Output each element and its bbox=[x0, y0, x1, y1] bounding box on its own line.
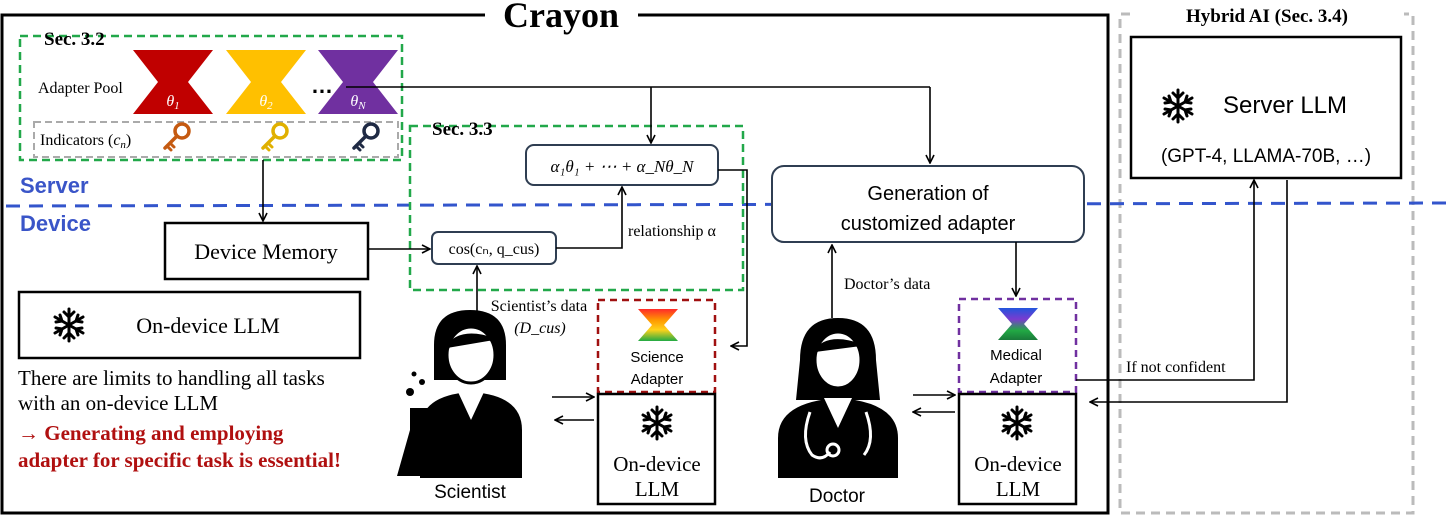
server-device-divider bbox=[5, 201, 1448, 208]
scientist-icon bbox=[397, 310, 522, 478]
hybrid-label: Hybrid AI (Sec. 3.4) bbox=[1186, 6, 1348, 27]
sec32-box bbox=[18, 34, 404, 162]
scientist-llm-line-1: On-device bbox=[613, 452, 700, 476]
scientist-data-line-2: (D_cus) bbox=[514, 320, 566, 337]
sec32-label: Sec. 3.2 bbox=[44, 29, 105, 50]
limits-line-2: with an on-device LLM bbox=[18, 391, 218, 415]
doctor-llm-line-2: LLM bbox=[996, 477, 1041, 501]
medical-adapter-line-1: Medical bbox=[990, 347, 1042, 364]
generation-line-1: Generation of bbox=[867, 183, 989, 205]
server-label: Server bbox=[20, 173, 89, 198]
crayon-title: Crayon bbox=[503, 0, 619, 35]
adapter-pool-label: Adapter Pool bbox=[38, 80, 123, 97]
scientist-data-line-1: Scientist’s data bbox=[491, 298, 587, 315]
indicators-box bbox=[33, 121, 399, 158]
science-adapter-line-1: Science bbox=[630, 349, 683, 366]
medical-adapter-box bbox=[957, 297, 1078, 394]
crayon-frame bbox=[0, 13, 1110, 515]
indicators-label: Indicators (cn) bbox=[40, 132, 131, 151]
server-llm-examples: (GPT-4, LLAMA-70B, …) bbox=[1161, 146, 1371, 167]
connectors bbox=[263, 86, 1288, 420]
scientist-llm-line-2: LLM bbox=[635, 477, 680, 501]
medical-adapter-line-2: Adapter bbox=[990, 370, 1043, 387]
limits-line-1: There are limits to handling all tasks bbox=[18, 366, 325, 390]
cos-text: cos(cₙ, q_cus) bbox=[449, 241, 540, 258]
hybrid-frame bbox=[1118, 12, 1415, 515]
essential-line-1: → Generating and employing bbox=[18, 421, 284, 445]
key-icon-orange bbox=[163, 122, 191, 152]
ondevice-llm-label: On-device LLM bbox=[136, 313, 280, 338]
svg-text:θ1: θ1 bbox=[166, 93, 179, 112]
doctor-llm-line-1: On-device bbox=[974, 452, 1061, 476]
adapter-theta-1: θ1 bbox=[133, 50, 213, 114]
formula-box bbox=[525, 144, 719, 186]
medical-adapter-icon bbox=[998, 308, 1038, 340]
device-memory-box bbox=[163, 221, 370, 281]
generation-line-2: customized adapter bbox=[841, 213, 1016, 235]
science-adapter-box bbox=[596, 298, 717, 394]
science-adapter-line-2: Adapter bbox=[631, 371, 684, 388]
sec33-box bbox=[408, 124, 745, 292]
doctor-name: Doctor bbox=[809, 486, 866, 507]
device-label: Device bbox=[20, 211, 91, 236]
essential-line-2: adapter for specific task is essential! bbox=[18, 448, 341, 472]
svg-text:θ2: θ2 bbox=[259, 93, 273, 112]
doctor-data-label: Doctor’s data bbox=[844, 276, 930, 293]
svg-text:θN: θN bbox=[350, 93, 366, 112]
server-llm-label: Server LLM bbox=[1223, 92, 1347, 119]
science-adapter-icon bbox=[638, 309, 678, 341]
device-memory-label: Device Memory bbox=[194, 239, 338, 264]
generation-box bbox=[771, 165, 1085, 243]
relationship-label: relationship α bbox=[628, 223, 717, 240]
formula-text: α₁θ₁ + ⋯ + α_Nθ_N bbox=[551, 157, 696, 176]
key-icon-dark bbox=[352, 122, 380, 152]
adapter-theta-n: θN bbox=[318, 50, 398, 114]
adapter-ellipsis: … bbox=[311, 73, 333, 98]
sec33-label: Sec. 3.3 bbox=[432, 119, 493, 140]
if-not-confident-label: If not confident bbox=[1126, 359, 1226, 376]
adapter-theta-2: θ2 bbox=[226, 50, 306, 114]
key-icon-yellow bbox=[261, 122, 289, 152]
doctor-icon bbox=[778, 318, 898, 478]
scientist-name: Scientist bbox=[434, 482, 507, 503]
ondevice-llm-box bbox=[17, 290, 362, 360]
